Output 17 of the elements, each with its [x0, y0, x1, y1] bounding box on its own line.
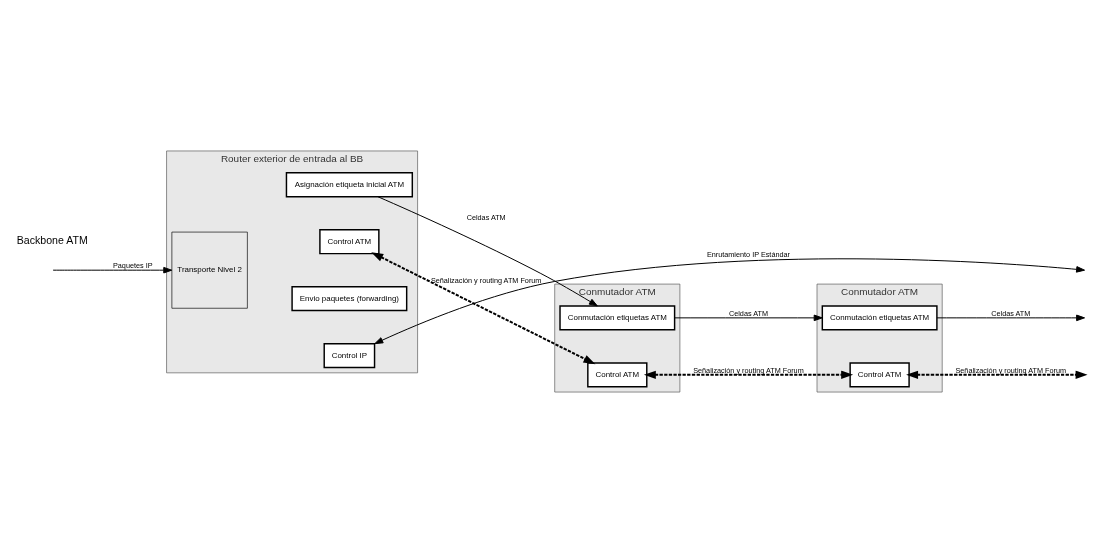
arrow — [374, 258, 1086, 345]
edge-label: Señalización y routing ATM Forum — [955, 365, 1067, 375]
arrow — [371, 252, 596, 365]
label: Backbone ATM — [16, 234, 88, 247]
arrow — [936, 314, 1086, 322]
arrow — [377, 196, 598, 307]
edge-label: Señalización y routing ATM Forum — [693, 365, 804, 375]
edge-label: Celdas ATM — [991, 308, 1031, 318]
arrow — [674, 314, 823, 322]
arrow — [906, 370, 1088, 379]
edge-label: Paquetes IP — [112, 261, 153, 271]
edge-label: Celdas ATM — [466, 212, 506, 222]
edge-label: Celdas ATM — [728, 308, 768, 318]
edge-label: Señalización y routing ATM Forum — [430, 276, 542, 286]
arrow — [643, 370, 854, 379]
arrow — [52, 266, 173, 274]
edge-label: Enrutamiento IP Estándar — [706, 250, 790, 260]
